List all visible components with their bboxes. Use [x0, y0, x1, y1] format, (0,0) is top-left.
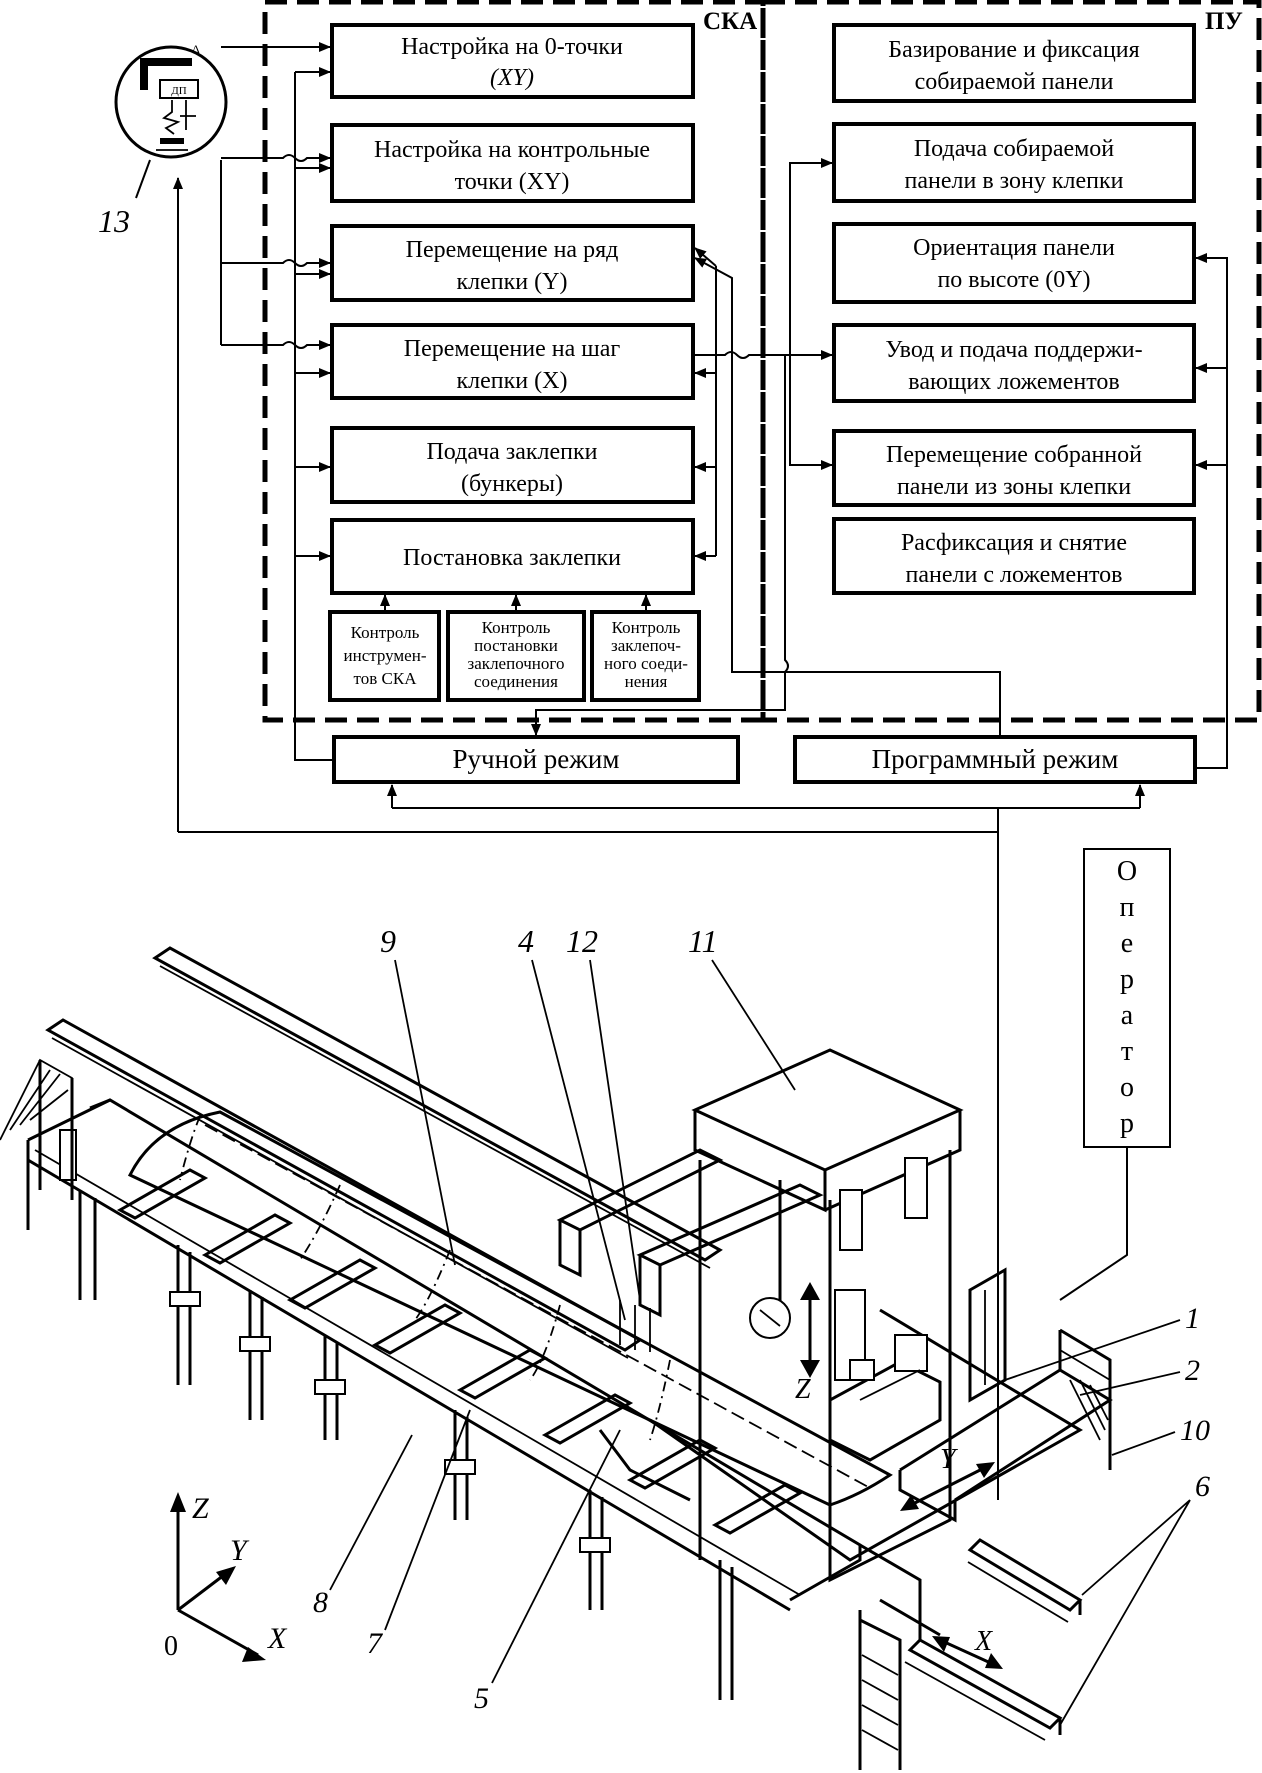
- ctrl-text: инструмен-: [344, 646, 427, 665]
- program-mode-label: Программный режим: [872, 744, 1119, 774]
- block-text-line2: собираемой панели: [915, 69, 1114, 95]
- ctrl-text: Контроль: [482, 618, 551, 637]
- support-cradles: [116, 1168, 804, 1535]
- ctrl-text: ного соеди-: [604, 654, 688, 673]
- block-text-line1: Настройка на 0-точки: [401, 34, 623, 60]
- operator-letter: о: [1120, 1072, 1134, 1103]
- left-block-move-step: Перемещение на шаг клепки (X): [330, 323, 695, 400]
- block-text-line1: Постановка заклепки: [403, 545, 621, 571]
- block-text-line2: (XY): [490, 65, 534, 91]
- operator-letter: а: [1121, 1000, 1134, 1031]
- operator-letter: О: [1117, 856, 1137, 887]
- operator-letter: т: [1121, 1036, 1133, 1067]
- control-block-setting: Контроль постановки заклепочного соедине…: [446, 610, 586, 702]
- ctrl-text: постановки: [474, 636, 558, 655]
- callout-12: 12: [566, 923, 598, 959]
- manual-mode-block: Ручной режим: [332, 735, 740, 784]
- ska-zone-label: СКА: [703, 8, 757, 35]
- callout-labels: 9 4 12 11 1 2 10 6 8 7 5: [313, 923, 1210, 1726]
- block-text-line1: Подача собираемой: [914, 136, 1114, 162]
- callout-6: 6: [1195, 1470, 1210, 1503]
- conveyor-frame: [0, 1058, 862, 1700]
- manual-mode-label: Ручной режим: [453, 744, 620, 774]
- operator-letter: р: [1120, 964, 1134, 995]
- callout-11: 11: [688, 923, 718, 959]
- block-text-line1: Перемещение на ряд: [406, 237, 619, 263]
- ctrl-text: тов СКА: [354, 669, 418, 688]
- sensor-13: ДП Δ 13: [98, 42, 228, 239]
- left-block-rivet-set: Постановка заклепки: [330, 518, 695, 595]
- block-text-line1: Перемещение собранной: [886, 442, 1142, 468]
- machine-y-label: Y: [940, 1444, 959, 1475]
- machine-z-label: Z: [795, 1374, 811, 1405]
- callout-7: 7: [367, 1627, 384, 1660]
- left-block-rivet-feed: Подача заклепки (бункеры): [330, 426, 695, 504]
- left-block-zero-point: Настройка на 0-точки (XY): [330, 23, 695, 99]
- operator-letter: п: [1120, 892, 1135, 923]
- callout-4: 4: [518, 923, 534, 959]
- block-text-line1: Расфиксация и снятие: [901, 530, 1127, 556]
- machine-x-label: X: [974, 1626, 993, 1657]
- ctrl-text: заклепочного: [468, 654, 565, 673]
- block-text-line1: Настройка на контрольные: [374, 137, 650, 163]
- right-block-panel-out: Перемещение собранной панели из зоны кле…: [832, 429, 1196, 507]
- block-text-line2: вающих ложементов: [908, 369, 1119, 395]
- left-block-control-points: Настройка на контрольные точки (XY): [330, 123, 695, 203]
- right-block-panel-feed: Подача собираемой панели в зону клепки: [832, 122, 1196, 203]
- right-block-cradles: Увод и подача поддержи- вающих ложементо…: [832, 323, 1196, 403]
- block-text-line1: Ориентация панели: [913, 235, 1115, 261]
- lower-rails: [858, 1538, 1083, 1770]
- block-text-line1: Перемещение на шаг: [404, 336, 621, 362]
- ctrl-text: нения: [625, 672, 668, 691]
- control-block-joint: Контроль заклепоч- ного соеди- нения: [590, 610, 701, 702]
- block-text-line1: Подача заклепки: [426, 439, 597, 465]
- block-text-line2: панели с ложементов: [906, 562, 1123, 588]
- block-text-line1: Базирование и фиксация: [888, 37, 1139, 63]
- machine-axis-arrows: Y X Z: [795, 1374, 1003, 1669]
- sensor-dp-label: ДП: [171, 85, 187, 97]
- axis-y-label: Y: [230, 1534, 250, 1567]
- callout-2: 2: [1185, 1354, 1200, 1387]
- block-text-line2: панели в зону клепки: [905, 168, 1124, 194]
- pu-zone-border: [760, 0, 1262, 723]
- block-text-line2: клепки (Y): [457, 269, 568, 295]
- operator-block: О п е р а т о р: [1059, 848, 1171, 1301]
- right-block-basing: Базирование и фиксация собираемой панели: [832, 23, 1196, 103]
- axis-z-label: Z: [192, 1492, 209, 1525]
- callout-10: 10: [1180, 1414, 1210, 1447]
- operator-letter: р: [1120, 1108, 1134, 1139]
- coordinate-axes: Z Y X 0: [164, 1492, 288, 1662]
- callout-5: 5: [474, 1682, 489, 1715]
- ctrl-text: Контроль: [351, 623, 420, 642]
- riveting-gantry: [556, 1048, 1113, 1583]
- ctrl-text: заклепоч-: [611, 636, 681, 655]
- left-block-move-row: Перемещение на ряд клепки (Y): [330, 224, 695, 302]
- pu-zone-label: ПУ: [1205, 8, 1243, 35]
- operator-letter: е: [1121, 928, 1133, 959]
- sensor-delta-label: Δ: [192, 42, 200, 56]
- axis-origin-label: 0: [164, 1631, 178, 1662]
- riveting-machine-drawing: Y X Z: [0, 946, 1113, 1770]
- ctrl-text: соединения: [474, 672, 558, 691]
- right-block-unfix: Расфиксация и снятие панели с ложементов: [832, 517, 1196, 595]
- callout-9: 9: [380, 923, 396, 959]
- block-text-line2: клепки (X): [457, 368, 568, 394]
- callout-13: 13: [98, 203, 130, 239]
- aircraft-panel: [127, 1110, 893, 1507]
- block-text-line2: точки (XY): [455, 169, 570, 195]
- right-block-orientation: Ориентация панели по высоте (0Y): [832, 222, 1196, 304]
- block-text-line2: (бункеры): [461, 471, 563, 497]
- callout-1: 1: [1185, 1302, 1200, 1335]
- callout-8: 8: [313, 1586, 328, 1619]
- block-text-line2: по высоте (0Y): [937, 267, 1090, 293]
- block-text-line1: Увод и подача поддержи-: [885, 337, 1142, 363]
- block-text-line2: панели из зоны клепки: [897, 474, 1131, 500]
- control-block-tools: Контроль инструмен- тов СКА: [328, 610, 441, 702]
- axis-x-label: X: [267, 1622, 288, 1655]
- ctrl-text: Контроль: [612, 618, 681, 637]
- program-mode-block: Программный режим: [793, 735, 1197, 784]
